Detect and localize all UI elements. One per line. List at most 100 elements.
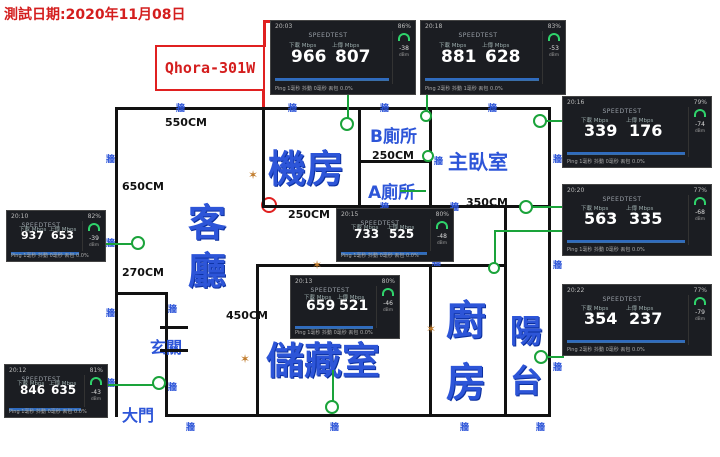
dimension-right: 350CM	[466, 196, 508, 209]
dimension-foyer: 270CM	[122, 266, 164, 279]
card-time: 20:20	[567, 187, 585, 194]
wifi-icon	[88, 223, 100, 231]
card-upload-label: 上傳 Mbps	[49, 227, 77, 233]
room-b-bath: B廁所	[370, 127, 417, 147]
card-battery: 82%	[87, 213, 101, 220]
wall-mark: 牆	[460, 423, 470, 433]
router-label: Qhora-301W	[155, 45, 265, 91]
room-door: 大門	[122, 406, 155, 425]
leader-line	[105, 384, 153, 386]
room-a-bath: A廁所	[368, 183, 416, 203]
leader-line	[494, 230, 562, 232]
card-download-value: 339	[584, 121, 618, 140]
card-rssi: -53	[549, 45, 559, 52]
wall-bath-left	[358, 107, 361, 207]
wall-mark: 牆	[434, 157, 444, 167]
room-living-char1: 客	[188, 201, 227, 245]
leader-line	[494, 230, 496, 264]
card-graph	[275, 72, 389, 81]
wall-master-bottom	[429, 205, 549, 208]
room-kitchen-char2: 房	[446, 360, 486, 406]
card-upload-value: 635	[51, 383, 77, 397]
card-loss-value: 0.0%	[406, 253, 419, 259]
card-footer: Ping 1毫秒 抖動 0毫秒 丟包 0.0%	[341, 252, 419, 259]
card-graph	[567, 334, 685, 343]
card-loss-label: 丟包	[348, 330, 359, 336]
card-download-label: 下載 Mbps	[581, 118, 609, 124]
card-jitter-label: 抖動	[368, 253, 379, 259]
door-spark-icon: ✶	[312, 258, 323, 272]
room-balcony-char2: 台	[510, 362, 543, 400]
speedtest-card-living: 20:10 82% SPEEDTEST 下載 Mbps 上傳 Mbps 937 …	[6, 210, 106, 262]
card-jitter-label: 抖動	[594, 347, 605, 353]
wall-mark: 牆	[186, 423, 196, 433]
measure-point-server	[340, 117, 354, 131]
card-rssi-unit: dBm	[90, 397, 102, 402]
measure-point-a-bath	[422, 150, 434, 162]
speedtest-card-door: 20:12 81% SPEEDTEST 下載 Mbps 上傳 Mbps 846 …	[4, 364, 108, 418]
card-loss-label: 丟包	[478, 86, 489, 92]
card-download-label: 下載 Mbps	[304, 295, 332, 301]
card-footer: Ping 1毫秒 抖動 0毫秒 丟包 0.0%	[567, 246, 645, 253]
card-jitter-label: 抖動	[38, 253, 49, 259]
speedtest-card-master: 20:16 79% SPEEDTEST 下載 Mbps 上傳 Mbps 339 …	[562, 96, 712, 168]
card-ping-value: 1毫秒	[579, 247, 593, 253]
card-upload-value: 653	[51, 229, 74, 242]
card-battery: 83%	[547, 23, 561, 30]
dimension-left: 650CM	[122, 180, 164, 193]
card-footer: Ping 2毫秒 抖動 1毫秒 丟包 0.0%	[425, 85, 503, 92]
card-brand: SPEEDTEST	[21, 222, 61, 229]
card-loss-value: 0.0%	[76, 253, 89, 259]
card-brand: SPEEDTEST	[602, 108, 642, 115]
card-upload-label: 上傳 Mbps	[387, 225, 415, 231]
measure-point-living	[131, 236, 145, 250]
card-loss-label: 丟包	[620, 247, 631, 253]
wifi-icon	[398, 33, 410, 41]
card-jitter-value: 0毫秒	[49, 253, 63, 259]
wall-kitchen-left	[429, 264, 432, 414]
wall-top	[115, 107, 550, 110]
card-rssi: -46	[383, 300, 393, 307]
card-signal-panel: -39 dBm	[82, 221, 105, 251]
card-upload-label: 上傳 Mbps	[49, 381, 77, 387]
card-rssi-unit: dBm	[382, 308, 394, 313]
card-loss-label: 丟包	[394, 253, 405, 259]
card-time: 20:15	[341, 211, 359, 218]
card-ping-label: Ping	[341, 253, 352, 259]
card-graph	[341, 246, 427, 255]
card-upload-label: 上傳 Mbps	[626, 306, 654, 312]
wall-mark: 牆	[380, 104, 390, 114]
card-brand: SPEEDTEST	[310, 287, 350, 294]
wall-mark: 牆	[488, 104, 498, 114]
card-jitter-value: 0毫秒	[605, 247, 619, 253]
wall-server-bottom	[262, 205, 432, 208]
card-brand: SPEEDTEST	[602, 296, 642, 303]
room-storage: 儲藏室	[266, 339, 381, 383]
card-ping-value: 1毫秒	[579, 159, 593, 165]
card-loss-value: 0.0%	[632, 159, 645, 165]
wall-mark: 牆	[553, 155, 563, 165]
speedtest-card-storage: 20:13 80% SPEEDTEST 下載 Mbps 上傳 Mbps 659 …	[290, 275, 400, 339]
foyer-door-symbol	[160, 326, 188, 352]
card-loss-value: 0.0%	[632, 247, 645, 253]
card-ping-label: Ping	[11, 253, 22, 259]
card-ping-label: Ping	[567, 247, 578, 253]
wall-mark: 牆	[106, 309, 116, 319]
card-upload-label: 上傳 Mbps	[332, 43, 360, 49]
card-upload-label: 上傳 Mbps	[626, 118, 654, 124]
card-brand: SPEEDTEST	[602, 196, 642, 203]
card-ping-label: Ping	[295, 330, 306, 336]
wall-mark: 牆	[536, 423, 546, 433]
card-ping-label: Ping	[567, 159, 578, 165]
wall-storage-top	[256, 264, 506, 267]
card-upload-value: 335	[629, 209, 663, 228]
door-spark-icon: ✶	[240, 352, 251, 366]
card-download-value: 733	[354, 227, 380, 241]
card-jitter-label: 抖動	[594, 159, 605, 165]
card-jitter-value: 0毫秒	[313, 86, 327, 92]
card-signal-panel: -43 dBm	[84, 375, 107, 407]
card-rssi: -74	[695, 121, 705, 128]
wall-mark: 牆	[176, 104, 186, 114]
card-signal-panel: -74 dBm	[688, 107, 711, 157]
card-footer: Ping 1毫秒 抖動 0毫秒 丟包 0.0%	[295, 329, 373, 336]
